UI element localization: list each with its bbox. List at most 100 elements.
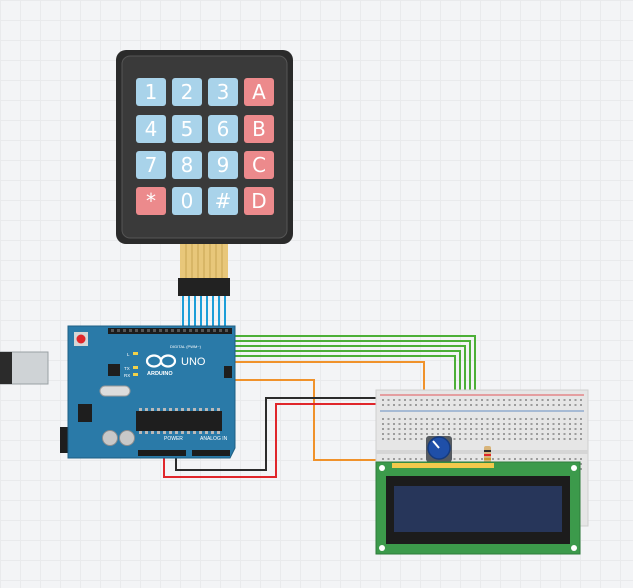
breadboard-hole[interactable] — [574, 428, 577, 430]
breadboard-hole[interactable] — [382, 458, 384, 460]
breadboard-hole[interactable] — [574, 399, 577, 401]
breadboard-hole[interactable] — [519, 399, 522, 401]
breadboard-hole[interactable] — [497, 433, 500, 435]
breadboard-hole[interactable] — [470, 423, 472, 425]
breadboard-hole[interactable] — [547, 433, 549, 435]
breadboard-hole[interactable] — [514, 428, 516, 430]
breadboard-hole[interactable] — [514, 418, 516, 420]
breadboard-hole[interactable] — [563, 433, 566, 435]
breadboard-hole[interactable] — [530, 428, 533, 430]
breadboard-hole[interactable] — [486, 433, 489, 435]
breadboard-hole[interactable] — [409, 438, 412, 440]
breadboard-hole[interactable] — [420, 418, 423, 420]
breadboard-hole[interactable] — [426, 433, 428, 435]
breadboard-hole[interactable] — [420, 458, 423, 460]
breadboard-hole[interactable] — [552, 433, 555, 435]
breadboard-hole[interactable] — [525, 418, 527, 420]
breadboard-hole[interactable] — [404, 423, 406, 425]
breadboard-hole[interactable] — [448, 399, 450, 401]
breadboard-hole[interactable] — [387, 423, 390, 425]
breadboard-hole[interactable] — [580, 463, 582, 465]
breadboard-hole[interactable] — [563, 458, 566, 460]
breadboard-hole[interactable] — [420, 438, 423, 440]
red-wire-5v[interactable] — [163, 403, 384, 478]
breadboard-hole[interactable] — [481, 458, 483, 460]
breadboard-hole[interactable] — [481, 418, 483, 420]
breadboard-hole[interactable] — [558, 433, 560, 435]
breadboard-hole[interactable] — [525, 428, 527, 430]
breadboard-hole[interactable] — [508, 433, 511, 435]
breadboard-hole[interactable] — [569, 399, 571, 401]
breadboard-hole[interactable] — [574, 418, 577, 420]
breadboard-hole[interactable] — [530, 433, 533, 435]
breadboard-hole[interactable] — [459, 458, 461, 460]
breadboard-hole[interactable] — [393, 418, 395, 420]
breadboard-hole[interactable] — [497, 428, 500, 430]
breadboard-hole[interactable] — [563, 418, 566, 420]
breadboard-hole[interactable] — [404, 428, 406, 430]
breadboard-hole[interactable] — [437, 433, 439, 435]
breadboard-hole[interactable] — [508, 458, 511, 460]
breadboard-hole[interactable] — [536, 428, 538, 430]
breadboard-hole[interactable] — [464, 399, 467, 401]
breadboard-hole[interactable] — [470, 399, 472, 401]
breadboard-hole[interactable] — [547, 458, 549, 460]
breadboard-hole[interactable] — [426, 423, 428, 425]
breadboard-hole[interactable] — [492, 404, 494, 406]
breadboard-hole[interactable] — [519, 458, 522, 460]
breadboard-hole[interactable] — [404, 433, 406, 435]
breadboard-hole[interactable] — [503, 438, 505, 440]
breadboard-hole[interactable] — [448, 423, 450, 425]
lcd-header[interactable] — [392, 463, 494, 468]
breadboard-hole[interactable] — [492, 423, 494, 425]
keypad-key-3-1[interactable] — [172, 187, 202, 215]
breadboard-hole[interactable] — [569, 428, 571, 430]
breadboard-hole[interactable] — [492, 433, 494, 435]
breadboard-hole[interactable] — [580, 418, 582, 420]
breadboard-hole[interactable] — [563, 438, 566, 440]
breadboard-hole[interactable] — [398, 433, 401, 435]
breadboard-hole[interactable] — [580, 423, 582, 425]
breadboard-hole[interactable] — [470, 404, 472, 406]
digital-header[interactable] — [108, 328, 232, 334]
breadboard-hole[interactable] — [552, 438, 555, 440]
breadboard-hole[interactable] — [541, 404, 544, 406]
breadboard-hole[interactable] — [508, 399, 511, 401]
breadboard-hole[interactable] — [547, 399, 549, 401]
breadboard-hole[interactable] — [393, 458, 395, 460]
breadboard-hole[interactable] — [382, 418, 384, 420]
keypad-key-3-3[interactable] — [244, 187, 274, 215]
breadboard-hole[interactable] — [387, 428, 390, 430]
breadboard-hole[interactable] — [569, 433, 571, 435]
breadboard-hole[interactable] — [558, 399, 560, 401]
breadboard-hole[interactable] — [536, 423, 538, 425]
breadboard-hole[interactable] — [486, 428, 489, 430]
breadboard-hole[interactable] — [497, 404, 500, 406]
breadboard-hole[interactable] — [475, 404, 478, 406]
breadboard-hole[interactable] — [530, 399, 533, 401]
lcd-16x2[interactable] — [375, 461, 581, 555]
breadboard-hole[interactable] — [382, 423, 384, 425]
breadboard-hole[interactable] — [514, 433, 516, 435]
breadboard-hole[interactable] — [525, 458, 527, 460]
breadboard-hole[interactable] — [541, 428, 544, 430]
breadboard-hole[interactable] — [398, 423, 401, 425]
breadboard-hole[interactable] — [541, 418, 544, 420]
breadboard-hole[interactable] — [431, 423, 434, 425]
breadboard-hole[interactable] — [574, 458, 577, 460]
breadboard-hole[interactable] — [563, 428, 566, 430]
breadboard-hole[interactable] — [536, 399, 538, 401]
keypad-key-0-0[interactable] — [136, 78, 166, 106]
breadboard-hole[interactable] — [459, 418, 461, 420]
potentiometer[interactable] — [426, 436, 452, 462]
breadboard-hole[interactable] — [519, 428, 522, 430]
breadboard-hole[interactable] — [453, 404, 456, 406]
breadboard-hole[interactable] — [398, 458, 401, 460]
breadboard-hole[interactable] — [558, 418, 560, 420]
breadboard-hole[interactable] — [464, 458, 467, 460]
breadboard-hole[interactable] — [420, 428, 423, 430]
keypad-key-0-3[interactable] — [244, 78, 274, 106]
breadboard-hole[interactable] — [481, 428, 483, 430]
breadboard-hole[interactable] — [442, 404, 445, 406]
breadboard-hole[interactable] — [437, 404, 439, 406]
